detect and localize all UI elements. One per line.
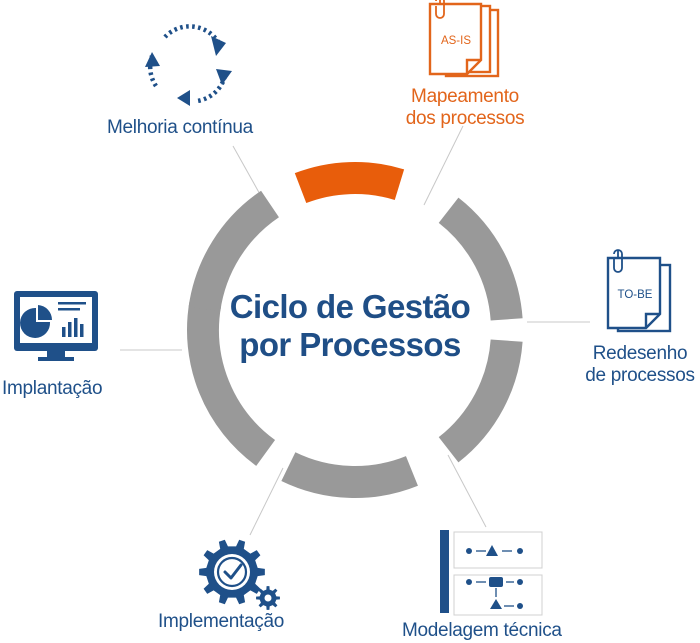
- connector-mapeamento: [423, 125, 464, 206]
- as-is-doc-label: AS-IS: [441, 35, 471, 47]
- connector-implementacao: [249, 467, 284, 536]
- center-title-line2: por Processos: [239, 326, 461, 363]
- ring-segment-mapeamento: [294, 162, 405, 204]
- ring-segment-redesenho: [438, 197, 523, 321]
- ring-segment-melhoria: [188, 190, 280, 312]
- document-icon: [606, 249, 672, 333]
- process-flow-icon: [440, 530, 543, 616]
- stage-mapeamento-label: Mapeamento dos processos: [398, 86, 532, 130]
- gear-check-icon: [199, 539, 280, 610]
- center-title: Ciclo de Gestão por Processos: [200, 288, 500, 364]
- ring-segment-implantacao: [187, 300, 276, 466]
- stage-redesenho-label: Redesenho de processos: [578, 343, 700, 387]
- ring-segment-modelagem: [438, 339, 523, 463]
- stage-implantacao-label: Implantação: [2, 378, 103, 399]
- center-title-line1: Ciclo de Gestão: [229, 288, 471, 325]
- stage-melhoria-label: Melhoria contínua: [107, 117, 253, 138]
- stage-mapeamento-line2: dos processos: [405, 108, 525, 129]
- stage-redesenho-line1: Redesenho: [592, 343, 688, 364]
- stage-mapeamento-line1: Mapeamento: [411, 86, 519, 107]
- to-be-doc-label: TO-BE: [618, 289, 653, 301]
- stage-implementacao-label: Implementação: [158, 611, 285, 632]
- ring-segment-implementacao: [281, 452, 418, 498]
- document-stack-icon: [428, 0, 500, 78]
- connector-modelagem: [447, 454, 487, 528]
- monitor-chart-icon: [14, 291, 98, 361]
- cycle-arrows-icon: [145, 24, 232, 106]
- cycle-ring: [187, 162, 523, 498]
- stage-redesenho-line2: de processos: [585, 365, 695, 386]
- stage-modelagem-label: Modelagem técnica: [402, 620, 562, 641]
